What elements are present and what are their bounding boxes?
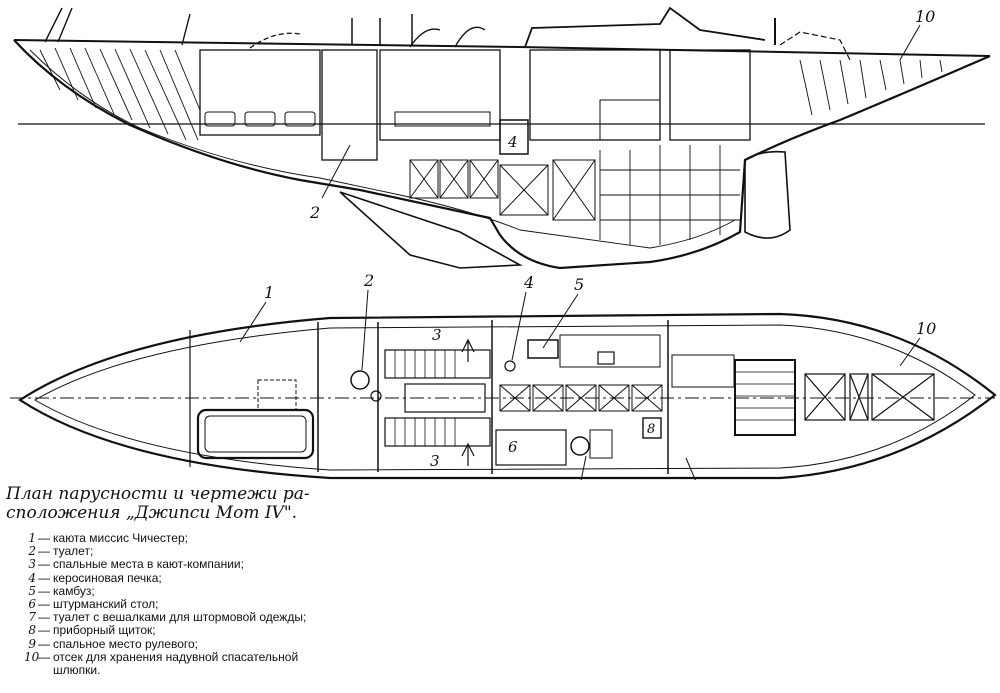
mid-hatch-a bbox=[409, 28, 441, 48]
hull-plan-outline bbox=[17, 312, 997, 480]
galley-block bbox=[529, 49, 661, 141]
settee-back-1 bbox=[204, 111, 236, 127]
profile-callouts: 2 4 10 bbox=[309, 7, 935, 222]
legend-item: 4—керосиновая печка; bbox=[28, 570, 162, 585]
legend-item: 5—камбуз; bbox=[28, 583, 95, 598]
caption-line-1: План парусности и чертежи ра- bbox=[6, 484, 310, 504]
plan-callout-3-port: 3 bbox=[432, 326, 442, 344]
aft-frames bbox=[599, 145, 740, 245]
plan-callout-5: 5 bbox=[574, 275, 584, 294]
toilet-bowl-1 bbox=[350, 370, 370, 390]
figure-caption: План парусности и чертежи ра- сположения… bbox=[6, 485, 336, 523]
legend-item: 8—приборный щиток; bbox=[28, 623, 156, 638]
legend-item: 1—каюта миссис Чичестер; bbox=[28, 531, 188, 545]
legend-item: 2—туалет; bbox=[28, 544, 94, 559]
hull-profile bbox=[13, 39, 991, 270]
mid-hatch-b bbox=[454, 26, 486, 48]
profile-view bbox=[13, 6, 991, 270]
oilskin-locker bbox=[589, 429, 613, 459]
forward-hatch bbox=[249, 32, 301, 49]
chart-area bbox=[599, 99, 661, 141]
centerline-hatches bbox=[499, 384, 663, 412]
profile-callout-2: 2 bbox=[309, 203, 320, 222]
plan-callout-10: 10 bbox=[916, 319, 936, 338]
toilet-compartment bbox=[321, 49, 378, 161]
plan-callout-8: 8 bbox=[647, 422, 655, 437]
forward-locker bbox=[257, 379, 297, 411]
plan-callouts: 1 2 3 3 4 5 6 7 8 9 10 bbox=[239, 271, 936, 480]
companionway-arrow-stbd bbox=[461, 442, 475, 466]
plan-callout-2: 2 bbox=[363, 271, 374, 290]
galley-counter bbox=[559, 334, 661, 368]
legend-item: 9—спальное место рулевого; bbox=[28, 636, 199, 651]
forward-berth-inner bbox=[204, 415, 307, 453]
cabin-block-1 bbox=[199, 49, 321, 136]
plan-callout-1: 1 bbox=[264, 283, 274, 302]
yacht-drawings: 2 4 10 bbox=[10, 6, 997, 480]
settee-back-2 bbox=[244, 111, 276, 127]
companionway-arrow-port bbox=[461, 338, 475, 362]
toilet-fixture bbox=[370, 390, 382, 402]
aft-cabin-block bbox=[669, 49, 751, 141]
toilet-bowl-2 bbox=[570, 436, 590, 456]
saloon-slats bbox=[394, 350, 456, 446]
plan-callout-6: 6 bbox=[508, 438, 518, 456]
stove-box bbox=[499, 119, 529, 155]
plan-callout-3-stbd: 3 bbox=[430, 452, 440, 470]
profile-callout-10: 10 bbox=[915, 7, 935, 26]
cockpit-outline bbox=[779, 31, 851, 61]
helmsman-berth bbox=[671, 354, 735, 388]
plan-callout-4: 4 bbox=[523, 273, 534, 292]
plan-view bbox=[10, 312, 997, 480]
legend-list: 1—каюта миссис Чичестер; 2—туалет; 3—спа… bbox=[24, 531, 324, 678]
bow-stay-b bbox=[57, 7, 73, 43]
legend-item: 6—штурманский стол; bbox=[28, 597, 159, 612]
bow-stay-a bbox=[44, 7, 63, 43]
caption-line-2: сположения „Джипси Мот IV". bbox=[6, 503, 298, 523]
instrument-panel bbox=[642, 417, 662, 439]
profile-callout-4: 4 bbox=[507, 133, 518, 151]
saloon-block bbox=[379, 49, 501, 141]
saloon-bunk-starboard bbox=[384, 417, 491, 447]
saloon-bunk bbox=[394, 111, 491, 127]
bilge-crates bbox=[409, 159, 596, 221]
galley-sink-2 bbox=[597, 351, 615, 365]
cockpit-grating bbox=[734, 359, 796, 436]
hull-liner bbox=[29, 49, 736, 249]
forward-mast-stub bbox=[181, 13, 191, 46]
legend-item: 3—спальные места в кают-компании; bbox=[28, 557, 244, 572]
legend-item: 10—отсек для хранения надувной спасатель… bbox=[24, 649, 299, 678]
grating-slats bbox=[735, 371, 795, 421]
hull-plan-inner bbox=[34, 324, 976, 471]
rudder bbox=[744, 150, 791, 239]
stern-frames bbox=[799, 59, 943, 116]
coachroof bbox=[524, 6, 766, 48]
stove-burner bbox=[504, 360, 516, 372]
legend-item: 7—туалет с вешалками для штормовой одежд… bbox=[28, 610, 307, 625]
forward-berth bbox=[196, 408, 315, 460]
galley-sink bbox=[527, 339, 559, 359]
settee-back-3 bbox=[284, 111, 316, 127]
saloon-bunk-port bbox=[384, 349, 491, 379]
saloon-table bbox=[404, 383, 486, 413]
keel bbox=[339, 191, 523, 269]
liferaft-lockers bbox=[804, 373, 935, 421]
forepeak-frames bbox=[39, 47, 201, 141]
chart-table bbox=[495, 429, 567, 466]
